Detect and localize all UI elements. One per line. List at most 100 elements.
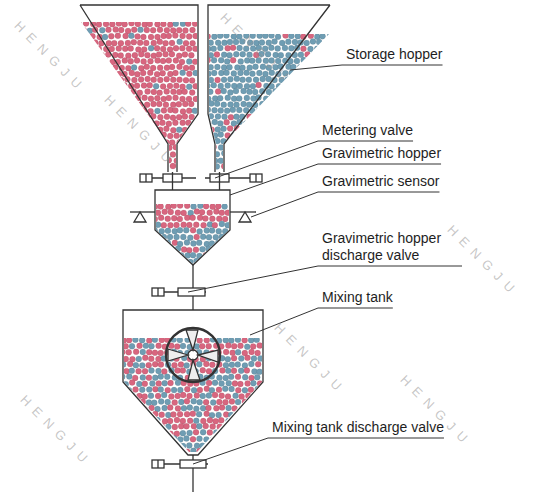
particle [208,163,214,169]
particle [92,40,98,46]
particle [165,448,171,454]
particle [84,58,90,64]
particle [292,101,298,107]
particle [326,45,332,51]
particle [288,107,294,113]
particle [120,387,126,393]
particle [145,424,151,430]
particle [162,442,168,448]
particle [292,89,298,95]
particle [256,108,262,114]
particle [113,126,119,132]
particle [291,139,297,145]
particle [122,58,128,64]
particle [172,400,178,406]
particle [257,343,263,349]
particle [138,51,144,57]
particle [243,120,249,126]
particle [164,76,170,82]
particle [144,27,150,33]
particle [148,96,154,102]
particle [269,145,275,151]
particle [223,362,229,368]
particle [129,443,135,449]
particle [237,45,243,51]
particle [252,89,258,95]
particle [222,114,228,120]
particle [224,108,230,114]
particle [146,338,152,344]
particle [167,22,173,28]
particle [142,368,148,374]
particle [148,34,154,40]
particle [108,120,114,126]
particle [90,46,96,52]
particle [209,362,215,368]
particle [209,228,215,234]
particle [237,145,243,151]
particle [225,234,231,240]
particle [106,40,112,46]
particle [182,101,188,107]
particle [158,399,164,405]
particle [278,101,284,107]
particle [203,423,209,429]
particle [170,77,176,83]
particle [100,77,106,83]
particle [111,163,117,169]
particle [326,95,332,101]
particle [87,51,93,57]
particle [172,252,178,258]
particle [238,418,244,424]
particle [247,126,253,132]
particle [244,132,250,138]
particle [225,259,231,265]
particle [223,349,229,355]
particle [206,368,212,374]
particle [152,337,158,343]
particle [77,96,83,102]
particle [183,139,189,145]
particle [230,144,236,150]
particle [110,132,116,138]
particle [99,64,105,70]
particle [86,164,92,170]
particle [288,33,294,39]
particle [99,164,105,170]
particle [272,39,278,45]
particle [96,96,102,102]
particle [284,100,290,106]
particle [133,437,139,443]
particle [148,356,154,362]
particle [244,367,250,373]
particle [126,448,132,454]
particle [204,411,210,417]
particle [158,374,164,380]
particle [297,151,303,157]
particle [314,95,320,101]
particle [291,126,297,132]
particle [201,222,207,228]
particle [291,163,297,169]
particle [288,156,294,162]
particle [241,449,247,455]
particle [93,102,99,108]
particle [225,443,231,449]
particle [248,436,254,442]
particle [207,417,213,423]
particle [214,51,220,57]
particle [250,343,256,349]
particle [240,139,246,145]
particle [90,145,96,151]
particle [156,381,162,387]
particle [235,362,241,368]
particle [248,449,254,455]
particle [187,430,193,436]
particle [124,430,130,436]
particle [128,157,134,163]
leader-line [230,164,441,195]
particle [102,132,108,138]
particle [202,216,208,222]
particle [215,88,221,94]
particle [222,386,228,392]
